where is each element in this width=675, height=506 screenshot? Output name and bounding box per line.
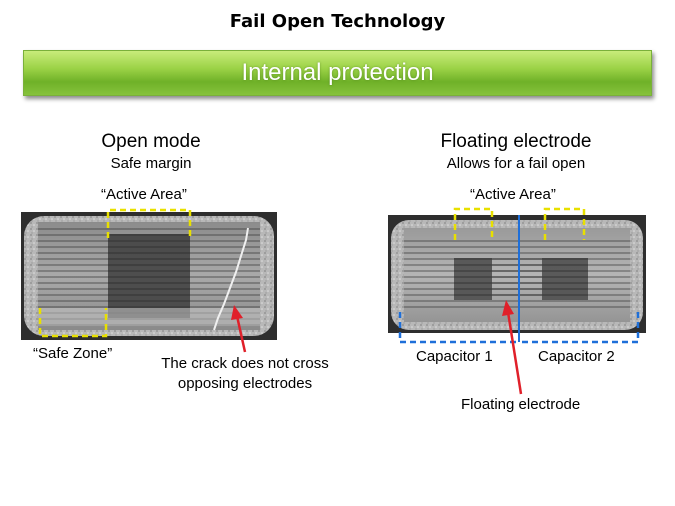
left-safe-margin [38,308,260,326]
left-active-area-label: “Active Area” [101,186,187,203]
right-active-area-label: “Active Area” [470,186,556,203]
slide-title: Fail Open Technology [229,11,446,32]
safe-zone-label: “Safe Zone” [33,345,113,362]
left-subheading: Safe margin [110,155,192,172]
floating-electrode-arrow-shaft [506,311,523,395]
right-subheading: Allows for a fail open [446,155,586,172]
left-active-layers [108,234,190,318]
crack-line [213,227,249,331]
capacitor-2-label: Capacitor 2 [538,348,615,365]
floating-electrode-label: Floating electrode [461,396,581,413]
right-active-area-bracket-1 [453,207,494,240]
left-capacitor-image [21,212,277,340]
crack-arrow-head [231,305,243,320]
right-active-area-bracket-2 [543,207,586,240]
left-active-area-bracket [106,208,192,238]
crack-note-line2: opposing electrodes [177,375,313,392]
safe-zone-bracket [38,308,108,338]
right-capacitor-image [388,215,646,333]
right-active-layers [454,258,588,300]
capacitor-2-bracket [522,312,640,344]
capacitor-1-bracket [398,312,516,344]
floating-electrode-arrow-head [502,300,514,316]
crack-arrow-shaft [235,315,247,353]
banner-internal-protection: Internal protection [23,50,652,96]
right-heading: Floating electrode [440,131,592,152]
left-heading: Open mode [101,131,201,152]
crack-note-line1: The crack does not cross [161,355,329,372]
capacitor-1-label: Capacitor 1 [416,348,493,365]
